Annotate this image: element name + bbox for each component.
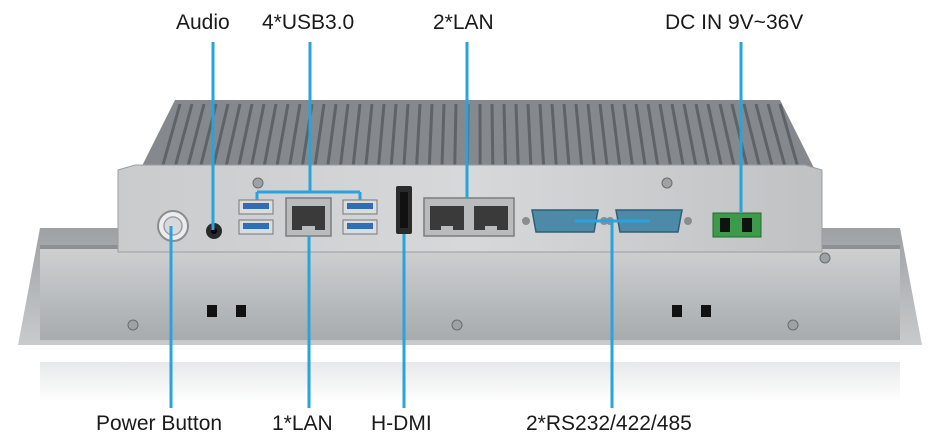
- heatsink-fin: [742, 103, 762, 169]
- heatsink-fin: [718, 103, 736, 169]
- heatsink-fin: [526, 103, 533, 169]
- heatsink-fin: [325, 103, 338, 169]
- heatsink-fin: [173, 103, 194, 169]
- label-dc-in: DC IN 9V~36V: [665, 11, 804, 34]
- power-button-port: [157, 210, 189, 242]
- label-hdmi: H-DMI: [371, 412, 432, 435]
- heatsink-fin: [389, 103, 398, 169]
- heatsink-fin: [211, 103, 230, 169]
- heatsink-fin: [538, 103, 546, 169]
- hdmi-port: [396, 186, 412, 234]
- heatsink-fin: [402, 103, 410, 169]
- heatsink-fin: [670, 103, 686, 169]
- heatsink-fin: [622, 103, 635, 169]
- serial-ports: [522, 209, 692, 233]
- heatsink-fin: [766, 103, 787, 169]
- heatsink-fin: [490, 103, 495, 169]
- heatsink-fin: [249, 103, 266, 169]
- callout-lines: [169, 42, 743, 408]
- heatsink-fin: [313, 103, 326, 169]
- heatsink-fin: [778, 103, 800, 169]
- heatsink-fin: [550, 103, 558, 169]
- heatsink-fin: [610, 103, 622, 169]
- heatsink-fin: [598, 103, 609, 169]
- heatsink: [140, 100, 815, 170]
- heatsink-fin: [376, 103, 386, 169]
- screws: [127, 177, 831, 331]
- heatsink-fin: [453, 103, 458, 169]
- label-lan-bottom: 1*LAN: [272, 412, 333, 435]
- heatsink-fin: [634, 103, 647, 169]
- heatsink-fin: [351, 103, 362, 169]
- heatsink-fin: [694, 103, 711, 169]
- floor-reflection: [40, 362, 900, 402]
- heatsink-fin: [364, 103, 374, 169]
- heatsink-fin: [706, 103, 724, 169]
- heatsink-fin: [415, 103, 422, 169]
- label-power-button: Power Button: [96, 412, 223, 435]
- heatsink-fin: [224, 103, 242, 169]
- label-audio: Audio: [176, 11, 230, 34]
- heatsink-fin: [514, 103, 520, 169]
- front-panel: [40, 245, 900, 340]
- dc-terminal-block: [712, 212, 762, 238]
- label-serial: 2*RS232/422/485: [526, 412, 692, 435]
- lan-port-dual: [423, 197, 515, 237]
- heatsink-fin: [236, 103, 254, 169]
- heatsink-fin: [287, 103, 302, 169]
- heatsink-fin: [338, 103, 350, 169]
- heatsink-fin: [682, 103, 698, 169]
- heatsink-fin: [262, 103, 278, 169]
- heatsink-fin: [186, 103, 206, 169]
- heatsink-fin: [275, 103, 290, 169]
- heatsink-fin: [658, 103, 673, 169]
- usb-ports-right: [342, 199, 378, 235]
- heatsink-fin: [754, 103, 775, 169]
- heatsink-fin: [440, 103, 446, 169]
- heatsink-fin: [427, 103, 434, 169]
- heatsink-fin: [646, 103, 660, 169]
- heatsink-fin: [502, 103, 508, 169]
- heatsink-fin: [586, 103, 597, 169]
- usb-ports-left: [238, 199, 274, 235]
- lan-port-single: [285, 197, 332, 237]
- label-lan-top: 2*LAN: [433, 11, 494, 34]
- heatsink-fin: [562, 103, 571, 169]
- heatsink-fin: [574, 103, 584, 169]
- label-usb: 4*USB3.0: [262, 11, 355, 34]
- heatsink-fin: [160, 103, 182, 169]
- audio-jack: [206, 223, 222, 239]
- front-vents: [207, 305, 711, 317]
